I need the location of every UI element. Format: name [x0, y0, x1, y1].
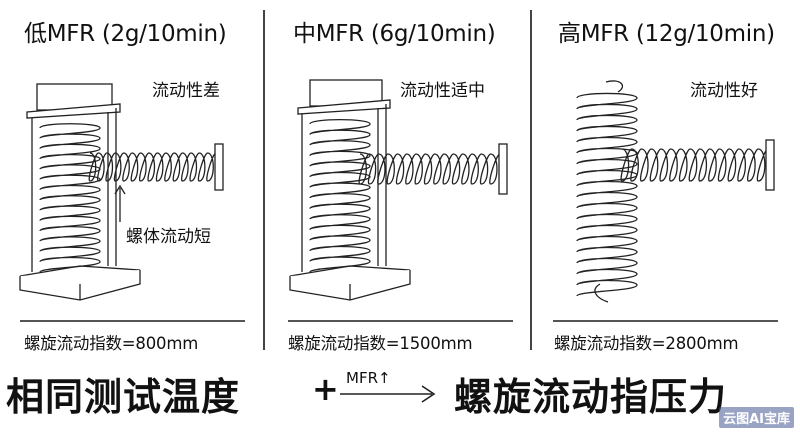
coil-path — [88, 152, 217, 182]
rule-mid — [288, 320, 513, 322]
spring-mid — [309, 119, 371, 273]
index-label-high: 螺旋流动指数=2800mm — [554, 334, 739, 353]
rule-low — [20, 320, 245, 322]
spring-path — [576, 92, 638, 297]
flow-label-high: 流动性好 — [690, 81, 758, 101]
panel-title-high: 高MFR (12g/10min) — [558, 21, 775, 47]
bottom-right-text: 螺旋流动指压力 — [454, 375, 728, 419]
plus-sign: + — [312, 370, 339, 408]
watermark: 云图AI宝库 — [719, 407, 794, 428]
horizontal-coil-mid — [358, 153, 501, 185]
arrow-label: MFR↑ — [346, 369, 391, 387]
spiral-annotation: 螺体流动短 — [126, 227, 211, 247]
spring-path — [309, 119, 371, 273]
bottom-left-text: 相同测试温度 — [6, 375, 241, 419]
spring-high — [576, 92, 638, 297]
flow-label-low: 流动性差 — [152, 81, 220, 101]
horizontal-coil-low — [88, 152, 217, 182]
panel-divider-right — [530, 10, 532, 350]
apparatus-mid — [289, 79, 508, 301]
panel-divider-left — [263, 10, 265, 350]
coil-path — [358, 153, 501, 185]
flow-label-mid: 流动性适中 — [400, 81, 485, 101]
apparatus-high — [576, 80, 775, 303]
spring-low — [39, 123, 101, 273]
apparatus-low — [19, 83, 224, 301]
rule-high — [553, 320, 778, 322]
coil-path — [620, 148, 769, 182]
index-label-mid: 螺旋流动指数=1500mm — [288, 334, 473, 353]
spring-path — [39, 123, 101, 273]
horizontal-coil-high — [620, 148, 769, 182]
index-label-low: 螺旋流动指数=800mm — [24, 334, 199, 353]
panel-title-low: 低MFR (2g/10min) — [24, 21, 227, 47]
panel-title-mid: 中MFR (6g/10min) — [293, 21, 496, 47]
